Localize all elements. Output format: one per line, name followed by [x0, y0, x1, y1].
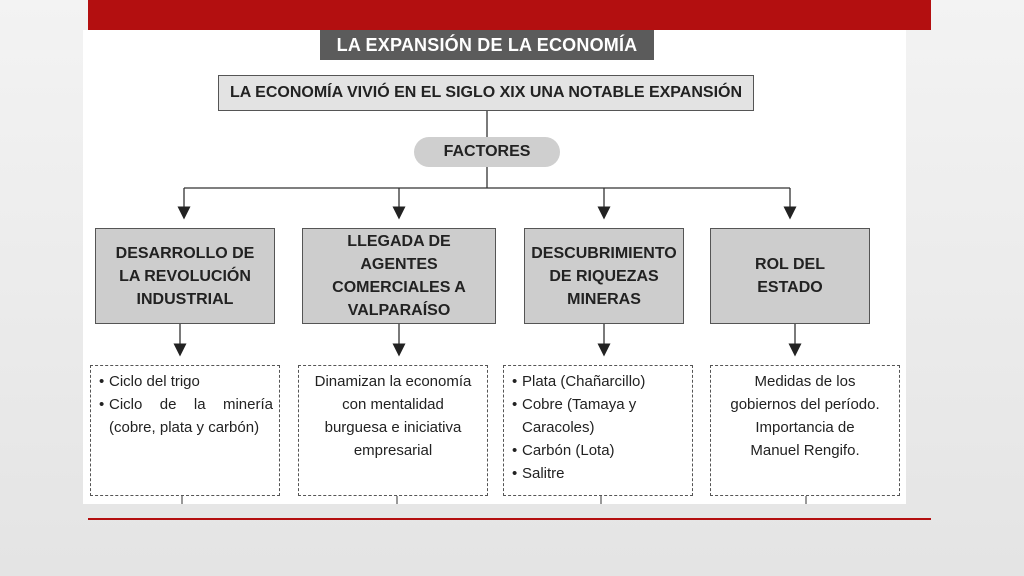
- factor-line: INDUSTRIAL: [136, 290, 234, 308]
- detail-line: Importancia de: [755, 419, 855, 436]
- detail-box-rol-estado: Medidas de los gobiernos del período. Im…: [710, 365, 900, 496]
- diagram-title: LA EXPANSIÓN DE LA ECONOMÍA: [320, 30, 654, 60]
- detail-line: Dinamizan la economía: [314, 373, 472, 390]
- detail-line: empresarial: [353, 442, 433, 459]
- detail-box-revolucion-industrial: Ciclo del trigo Ciclo de la minería (cob…: [90, 365, 280, 496]
- top-accent-bar: [88, 0, 931, 30]
- factor-line: ESTADO: [757, 279, 823, 296]
- detail-line: con mentalidad: [342, 396, 444, 413]
- factor-line: DESCUBRIMIENTO: [531, 244, 677, 262]
- detail-line: burguesa e iniciativa: [324, 419, 462, 436]
- factor-box-agentes-comerciales: LLEGADA DE AGENTES COMERCIALES A VALPARA…: [302, 228, 496, 324]
- factor-line: LLEGADA DE AGENTES: [347, 233, 451, 273]
- detail-line: gobiernos del período.: [730, 396, 880, 413]
- detail-box-riquezas-mineras: Plata (Chañarcillo) Cobre (Tamaya y Cara…: [503, 365, 693, 496]
- factor-line: LA REVOLUCIÓN: [119, 267, 251, 285]
- detail-line: Manuel Rengifo.: [750, 442, 860, 459]
- detail-bullet: Salitre: [512, 462, 686, 485]
- detail-line: Medidas de los: [754, 373, 856, 390]
- factor-line: DE RIQUEZAS: [549, 267, 659, 285]
- factor-box-rol-estado: ROL DEL ESTADO: [710, 228, 870, 324]
- factor-box-riquezas-mineras: DESCUBRIMIENTO DE RIQUEZAS MINERAS: [524, 228, 684, 324]
- bottom-accent-line: [88, 518, 931, 520]
- detail-bullet: Ciclo del trigo: [99, 370, 273, 393]
- detail-bullet: Ciclo de la minería (cobre, plata y carb…: [99, 393, 273, 439]
- factor-line: DESARROLLO DE: [115, 244, 255, 262]
- factores-pill: FACTORES: [414, 137, 560, 167]
- detail-bullet: Plata (Chañarcillo): [512, 370, 686, 393]
- factor-line: MINERAS: [567, 290, 641, 308]
- factor-box-revolucion-industrial: DESARROLLO DE LA REVOLUCIÓN INDUSTRIAL: [95, 228, 275, 324]
- factor-line: VALPARAÍSO: [347, 302, 451, 319]
- detail-bullet: Carbón (Lota): [512, 439, 686, 462]
- main-statement-box: LA ECONOMÍA VIVIÓ EN EL SIGLO XIX UNA NO…: [218, 75, 754, 111]
- factor-line: COMERCIALES A: [332, 279, 466, 296]
- factor-line: ROL DEL: [755, 256, 825, 273]
- detail-bullet: Cobre (Tamaya y Caracoles): [512, 393, 686, 439]
- detail-box-agentes-comerciales: Dinamizan la economía con mentalidad bur…: [298, 365, 488, 496]
